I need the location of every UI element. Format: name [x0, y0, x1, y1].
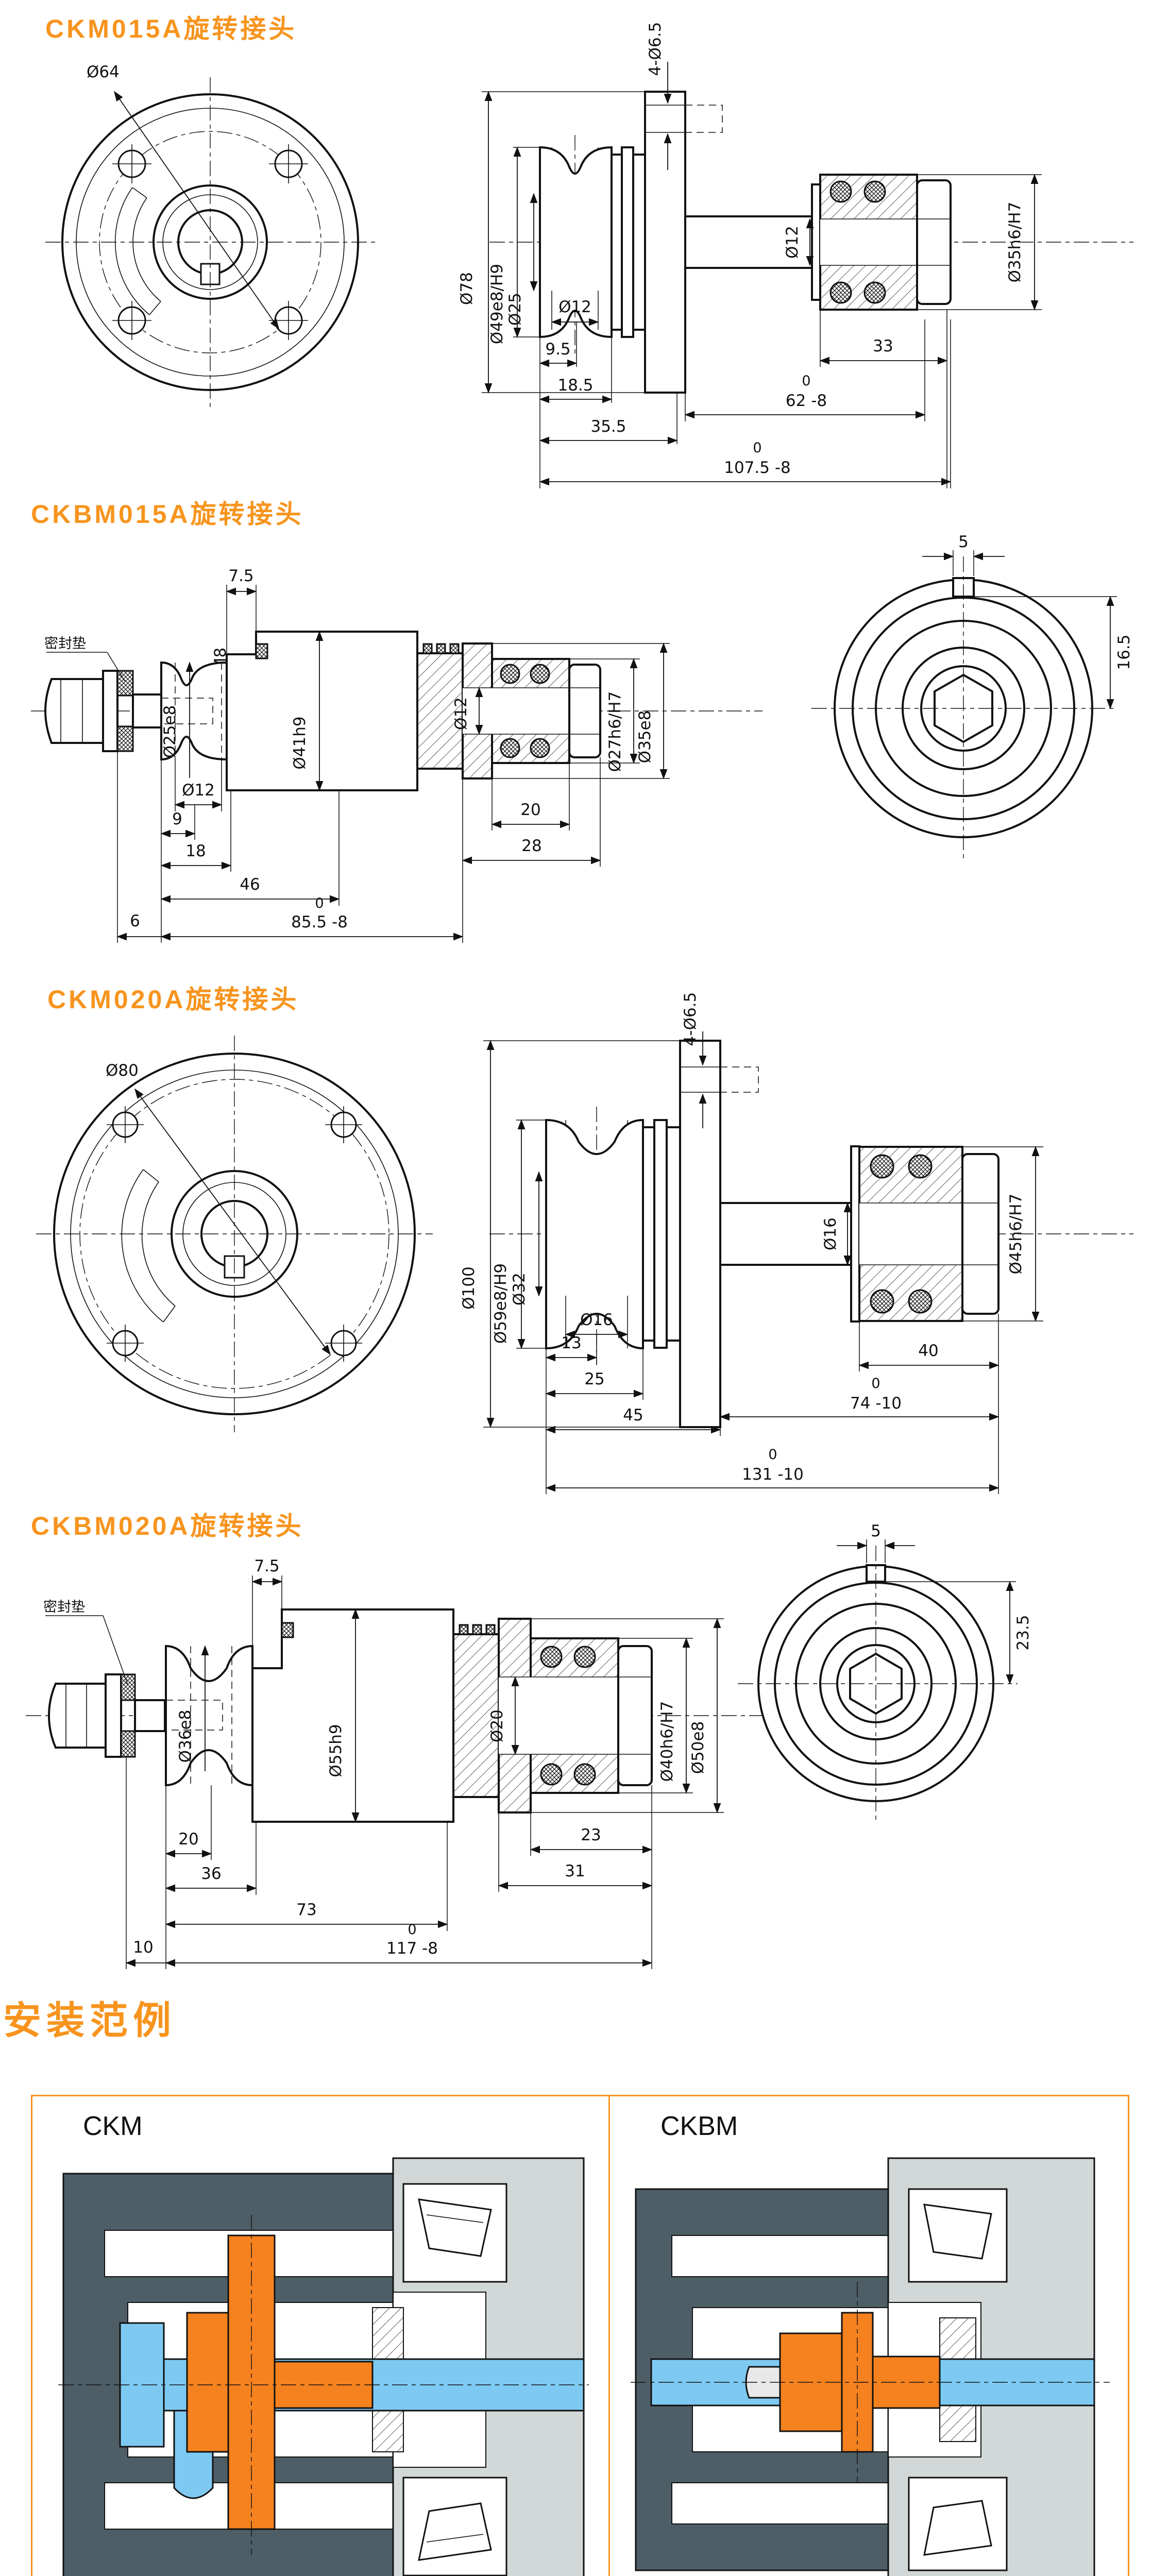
- dim-l73: 73: [296, 1901, 316, 1919]
- dim-l23: 23: [581, 1826, 601, 1844]
- dim-l131: 131 -10: [742, 1465, 804, 1484]
- dim-key-w: 5: [871, 1522, 881, 1540]
- ckm020a-drawing: Ø80: [36, 992, 1133, 1494]
- install-label-ckbm: CKBM: [660, 2111, 738, 2141]
- dim-groove-d: Ø32: [510, 1273, 529, 1306]
- section-title-ckm020a: CKM020A旋转接头: [47, 985, 299, 1014]
- dim-l6: 6: [130, 912, 140, 930]
- dim-flange-od: Ø100: [460, 1266, 478, 1310]
- dim-front-dia: Ø80: [106, 1061, 139, 1080]
- dim-l28: 28: [521, 837, 541, 855]
- dim-port-d: Ø16: [580, 1311, 613, 1329]
- ckbm020a-section-view: 密封垫 7.5: [26, 1557, 763, 1969]
- dim-bore-d: Ø12: [783, 226, 802, 259]
- dim-shaft-fit: Ø35h6/H7: [1006, 202, 1024, 283]
- dim-l31: 31: [565, 1862, 585, 1880]
- bearing-bottom: [402, 2477, 507, 2576]
- ckm015a-section-view: Ø78 Ø49e8/H9 Ø25 Ø12 4-Ø6.5 Ø12 Ø35h6/H7: [458, 22, 1133, 488]
- ckbm015a-end-view: 5 16.5: [811, 533, 1133, 860]
- seal-gasket-label: 密封垫: [44, 636, 86, 652]
- dim-l35_5: 35.5: [590, 417, 626, 436]
- dim-l85-tol: 0: [315, 895, 324, 911]
- dim-spool-od: Ø36e8: [176, 1710, 195, 1763]
- ckbm015a-section-view: 密封垫 M8: [31, 567, 763, 943]
- dim-spool-od: Ø59e8/H9: [492, 1263, 510, 1344]
- dim-l117: 117 -8: [386, 1939, 438, 1958]
- bearing-top: [402, 2183, 507, 2283]
- dim-l107: 107.5 -8: [724, 459, 791, 477]
- dim-bore-d: Ø20: [488, 1709, 506, 1742]
- dim-shaft-fit: Ø45h6/H7: [1007, 1194, 1025, 1275]
- ckbm015a-drawing: 密封垫 M8: [31, 533, 1133, 943]
- install-panel-ckm: CKM: [32, 2096, 610, 2576]
- dim-l33: 33: [873, 337, 893, 355]
- dim-sleeve-fit: Ø27h6/H7: [606, 691, 624, 772]
- bearing-bottom: [908, 2477, 1008, 2571]
- install-panel-ckbm: CKBM: [610, 2096, 1128, 2576]
- dim-groove-d: Ø25: [506, 293, 524, 326]
- dim-flange-od: Ø78: [458, 272, 476, 305]
- dim-l18_5: 18.5: [557, 376, 593, 395]
- ckm020a-front-view: Ø80: [36, 1036, 433, 1432]
- install-drawing-ckbm: [631, 2157, 1110, 2576]
- dim-bore-d: Ø12: [452, 697, 470, 730]
- dim-l20: 20: [178, 1830, 198, 1849]
- dim-sleeve-fit: Ø40h6/H7: [658, 1701, 676, 1782]
- dim-sleeve-od: Ø35e8: [636, 710, 654, 764]
- dim-spool-od: Ø25e8: [161, 705, 179, 758]
- dim-l13: 13: [561, 1334, 581, 1352]
- dim-l10: 10: [133, 1938, 153, 1957]
- dim-l85: 85.5 -8: [291, 913, 348, 931]
- install-drawing-ckm: [58, 2157, 589, 2576]
- ckm015a-front-view: Ø64: [45, 63, 375, 407]
- seal-gasket-label: 密封垫: [43, 1599, 85, 1615]
- ckm015a-drawing: Ø64: [45, 22, 1133, 488]
- dim-l62: 62 -8: [786, 392, 827, 410]
- dim-l20: 20: [520, 801, 540, 819]
- dim-l36: 36: [201, 1865, 221, 1883]
- dim-l131-tol: 0: [768, 1447, 777, 1463]
- dim-l74-tol: 0: [871, 1376, 880, 1392]
- dim-l40: 40: [918, 1342, 938, 1360]
- dim-l25: 25: [584, 1370, 604, 1388]
- dim-body-od: Ø55h9: [327, 1724, 345, 1777]
- dim-l9: 9: [172, 810, 182, 828]
- section-title-ckm015a: CKM015A旋转接头: [45, 14, 297, 43]
- dim-port-d: Ø12: [558, 298, 591, 316]
- dim-body-od: Ø41h9: [291, 716, 309, 769]
- dim-key-h: 23.5: [1014, 1615, 1032, 1650]
- ckbm020a-end-view: 5 23.5: [738, 1522, 1032, 1823]
- dim-l62-tol: 0: [802, 373, 810, 389]
- dim-l117-tol: 0: [408, 1922, 416, 1938]
- dim-l9_5: 9.5: [545, 340, 570, 359]
- dim-notch: 7.5: [254, 1557, 279, 1575]
- install-panel: CKM: [31, 2095, 1129, 2576]
- dim-spool-od: Ø49e8/H9: [488, 264, 506, 344]
- ckm020a-section-view: Ø100 Ø59e8/H9 Ø32 Ø16 4-Ø6.5 Ø16 Ø45h6/H…: [460, 992, 1133, 1494]
- ckbm020a-drawing: 密封垫 7.5: [26, 1522, 1032, 1969]
- dim-l45: 45: [623, 1406, 643, 1425]
- dim-notch: 7.5: [228, 567, 253, 585]
- bearing-top: [908, 2188, 1008, 2283]
- dim-l46: 46: [240, 875, 260, 894]
- dim-l107-tol: 0: [753, 440, 761, 456]
- section-title-ckbm015a: CKBM015A旋转接头: [31, 500, 304, 529]
- dim-port-d: Ø12: [182, 781, 215, 800]
- dim-key-h: 16.5: [1115, 634, 1133, 670]
- install-title: 安装范例: [3, 1999, 176, 2042]
- section-title-ckbm020a: CKBM020A旋转接头: [31, 1512, 304, 1540]
- dim-bolt-holes: 4-Ø6.5: [681, 992, 700, 1046]
- dim-front-dia: Ø64: [87, 63, 120, 81]
- dim-key-w: 5: [958, 533, 969, 551]
- dim-l74: 74 -10: [850, 1394, 902, 1413]
- dim-bore-d: Ø16: [821, 1217, 840, 1250]
- dim-l18: 18: [185, 842, 206, 860]
- dim-bolt-holes: 4-Ø6.5: [646, 22, 665, 76]
- dim-sleeve-od: Ø50e8: [689, 1721, 707, 1774]
- install-label-ckm: CKM: [83, 2111, 143, 2141]
